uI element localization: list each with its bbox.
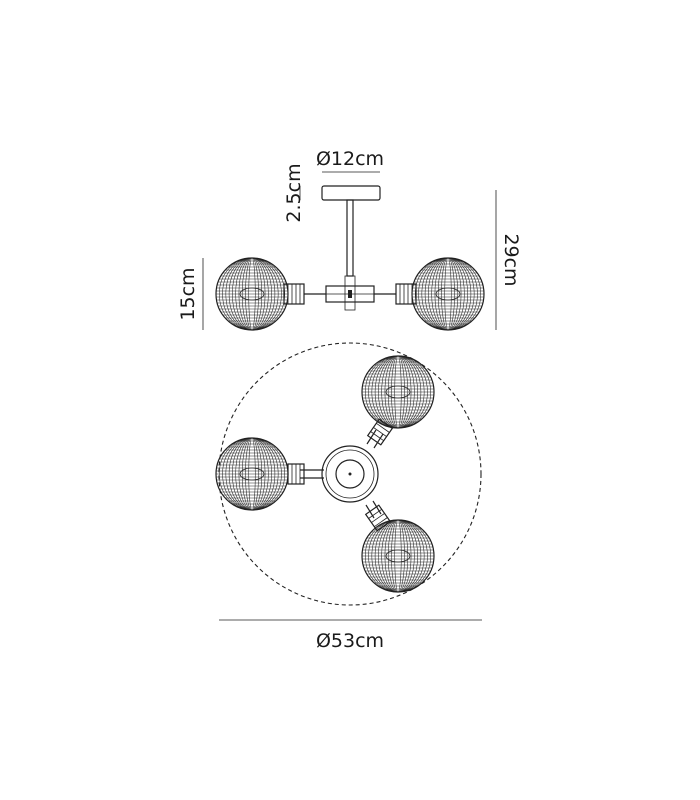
stem (346, 199, 354, 277)
canopy-outer-ring (321, 445, 379, 503)
plan-globe-left (216, 438, 288, 510)
elevation-view: Ø12cm 2.5cm 29cm 15cm (177, 148, 522, 330)
canopy (321, 185, 381, 201)
lamp-holder-right (374, 283, 417, 305)
canopy-inner-ring (335, 459, 365, 489)
plan-view: Ø53cm (216, 342, 482, 652)
plan-globe-lower (362, 520, 434, 592)
plan-globe-upper (362, 356, 434, 428)
arms (300, 429, 384, 519)
dim-overall-height: 29cm (500, 233, 522, 286)
dim-canopy-height: 2.5cm (283, 163, 305, 222)
lamp-holder-left (283, 283, 326, 305)
globe-left (216, 258, 288, 330)
dim-globe-height: 15cm (177, 267, 199, 320)
footprint-circle (218, 342, 482, 606)
dim-overall-diameter: Ø53cm (316, 630, 384, 652)
canopy-center-point (348, 472, 352, 476)
plan-holder-left (287, 463, 305, 485)
dim-canopy-diameter: Ø12cm (316, 148, 384, 170)
globe-right (412, 258, 484, 330)
